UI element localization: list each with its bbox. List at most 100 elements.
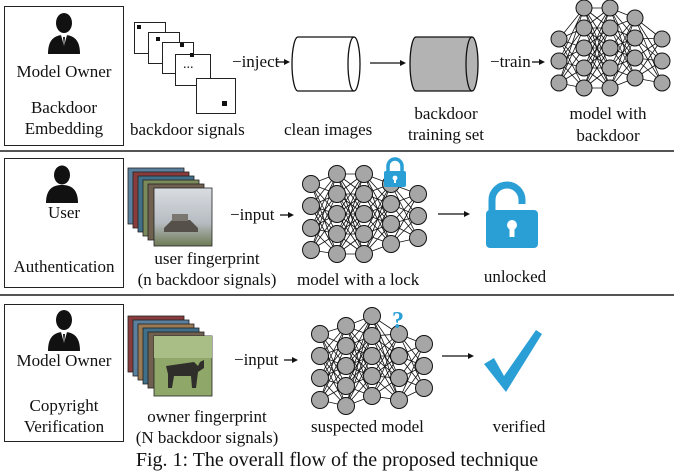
model-backdoor-label-line2: backdoor xyxy=(576,126,640,145)
nn-connection xyxy=(558,7,585,62)
nn-connection xyxy=(371,315,400,379)
nn-node xyxy=(409,185,427,203)
nn-node xyxy=(626,69,644,87)
actor-label: Model Owner xyxy=(16,62,112,81)
user-fingerprint-label-line2: (n backdoor signals) xyxy=(137,270,277,289)
nn-connection xyxy=(634,17,663,84)
nn-node xyxy=(355,205,373,223)
nn-node xyxy=(311,391,329,409)
figure-caption: Fig. 1: The overall flow of the proposed… xyxy=(135,449,539,471)
signal-card xyxy=(196,78,236,114)
verified-label: verified xyxy=(492,417,546,436)
question-mark-icon: ? xyxy=(392,308,404,334)
nn-node xyxy=(390,347,408,365)
nn-node xyxy=(409,207,427,225)
nn-node xyxy=(626,49,644,67)
nn-node xyxy=(415,335,433,353)
model-backdoor-label-line1: model with xyxy=(569,104,647,123)
nn-node xyxy=(601,59,619,77)
nn-connection xyxy=(558,38,585,89)
checkmark-icon xyxy=(484,330,542,392)
nn-connection xyxy=(319,345,347,401)
training-set-label-line2: training set xyxy=(407,125,484,144)
stage-label-line1: Backdoor xyxy=(30,98,98,117)
owner-fingerprint-image-stack xyxy=(127,315,213,397)
nn-node xyxy=(390,391,408,409)
person-icon xyxy=(48,13,80,54)
nn-connection xyxy=(363,183,392,235)
nn-node xyxy=(626,29,644,47)
nn-node xyxy=(382,215,400,233)
nn-connection xyxy=(345,355,373,407)
nn-node xyxy=(363,347,381,365)
nn-node xyxy=(363,327,381,345)
nn-node xyxy=(337,397,355,415)
nn-node xyxy=(355,165,373,183)
nn-connection xyxy=(319,333,347,407)
nn-node xyxy=(550,74,568,92)
nn-node xyxy=(575,79,593,97)
nn-node xyxy=(575,19,593,37)
nn-node xyxy=(601,0,619,17)
nn-connection xyxy=(398,343,425,401)
nn-connection xyxy=(319,325,347,379)
section-divider xyxy=(0,150,674,152)
nn-node xyxy=(601,39,619,57)
nn-node xyxy=(302,241,320,259)
nn-node xyxy=(653,74,671,92)
nn-connection xyxy=(319,355,347,407)
actor-label: User xyxy=(47,203,81,222)
nn-node xyxy=(415,379,433,397)
nn-node xyxy=(575,0,593,17)
backdoor-signals-label: backdoor signals xyxy=(130,120,245,139)
nn-node xyxy=(328,185,346,203)
nn-connection xyxy=(363,203,392,255)
suspected-model-label: suspected model xyxy=(311,417,424,436)
clean-images-cylinder xyxy=(291,36,361,92)
nn-connection xyxy=(345,315,373,367)
training-set-cylinder xyxy=(409,36,479,92)
nn-node xyxy=(302,175,320,193)
input-label: −input xyxy=(234,350,279,369)
clean-images-label: clean images xyxy=(284,120,373,139)
nn-node xyxy=(337,317,355,335)
nn-node xyxy=(355,185,373,203)
nn-node xyxy=(653,30,671,48)
model-lock-label: model with a lock xyxy=(297,270,420,289)
nn-node xyxy=(328,245,346,263)
nn-node xyxy=(550,52,568,70)
train-label: −train xyxy=(490,52,531,71)
nn-connection xyxy=(558,7,585,84)
nn-node xyxy=(302,197,320,215)
nn-connection xyxy=(310,183,338,235)
nn-node xyxy=(575,39,593,57)
nn-node xyxy=(409,229,427,247)
nn-connection xyxy=(310,193,338,251)
nn-connection xyxy=(558,27,585,84)
stage-label-line2: Embedding xyxy=(24,119,104,138)
owner-fingerprint-label-line1: owner fingerprint xyxy=(147,407,267,426)
nn-node xyxy=(363,387,381,405)
training-set-label-line1: backdoor xyxy=(414,104,478,123)
nn-connection xyxy=(310,183,338,255)
nn-node xyxy=(653,52,671,70)
user-fingerprint-image-stack xyxy=(127,167,213,247)
stage-label-line2: Verification xyxy=(23,417,105,436)
nn-node xyxy=(311,347,329,365)
nn-node xyxy=(415,357,433,375)
nn-node xyxy=(337,357,355,375)
user-icon xyxy=(46,165,78,203)
nn-node xyxy=(390,325,408,343)
nn-connection xyxy=(336,173,365,235)
inject-label: −inject xyxy=(232,52,280,71)
nn-node xyxy=(355,245,373,263)
nn-node xyxy=(626,9,644,27)
